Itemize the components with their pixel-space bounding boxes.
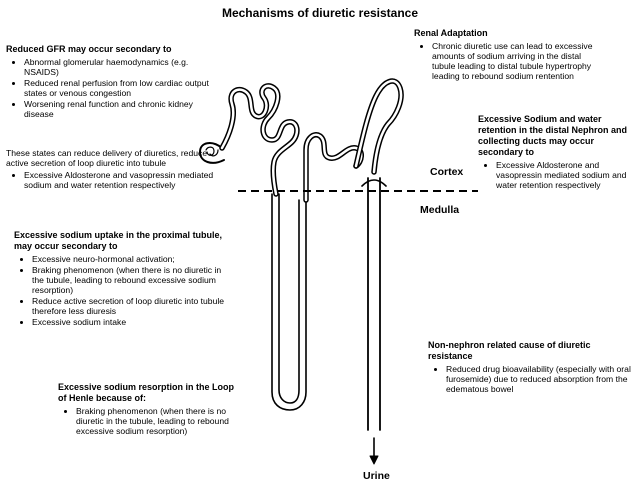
diagram-title: Mechanisms of diuretic resistance	[221, 6, 419, 20]
proximal-heading: Excessive sodium uptake in the proximal …	[14, 230, 223, 251]
distal-nephron-item: Excessive Aldosterone and vasopressin me…	[496, 160, 638, 190]
renal-adaptation-block: Renal Adaptation Chronic diuretic use ca…	[414, 28, 600, 82]
distal-nephron-heading: Excessive Sodium and water retention in …	[478, 114, 628, 157]
proximal-item: Reduce active secretion of loop diuretic…	[32, 296, 234, 316]
proximal-item: Excessive sodium intake	[32, 317, 234, 327]
delivery-list: Excessive Aldosterone and vasopressin me…	[6, 170, 216, 190]
delivery-text: These states can reduce delivery of diur…	[6, 148, 208, 168]
medulla-label: Medulla	[420, 204, 460, 216]
gfr-list: Abnormal glomerular haemodynamics (e.g. …	[6, 57, 216, 119]
renal-adaptation-item: Chronic diuretic use can lead to excessi…	[432, 41, 600, 81]
descending-limb	[271, 193, 307, 411]
non-nephron-list: Reduced drug bioavailability (especially…	[428, 364, 634, 394]
henle-block: Excessive sodium resorption in the Loop …	[58, 382, 238, 437]
non-nephron-item: Reduced drug bioavailability (especially…	[446, 364, 634, 394]
renal-adaptation-heading: Renal Adaptation	[414, 28, 488, 38]
gfr-item: Worsening renal function and chronic kid…	[24, 99, 216, 119]
henle-heading: Excessive sodium resorption in the Loop …	[58, 382, 235, 403]
collecting-duct	[367, 177, 381, 431]
proximal-item: Excessive neuro-hormonal activation;	[32, 254, 234, 264]
proximal-list: Excessive neuro-hormonal activation; Bra…	[14, 254, 234, 327]
gfr-heading: Reduced GFR may occur secondary to	[6, 44, 172, 54]
cortex-label: Cortex	[430, 166, 464, 178]
distal-nephron-list: Excessive Aldosterone and vasopressin me…	[478, 160, 638, 190]
non-nephron-block: Non-nephron related cause of diuretic re…	[428, 340, 634, 395]
henle-item: Braking phenomenon (when there is no diu…	[76, 406, 238, 436]
gfr-block: Reduced GFR may occur secondary to Abnor…	[6, 44, 216, 120]
proximal-convoluted-tubule	[219, 83, 300, 197]
proximal-block: Excessive sodium uptake in the proximal …	[14, 230, 234, 328]
delivery-block: These states can reduce delivery of diur…	[6, 148, 216, 191]
henle-list: Braking phenomenon (when there is no diu…	[58, 406, 238, 436]
delivery-item: Excessive Aldosterone and vasopressin me…	[24, 170, 216, 190]
non-nephron-heading: Non-nephron related cause of diuretic re…	[428, 340, 591, 361]
proximal-item: Braking phenomenon (when there is no diu…	[32, 265, 234, 295]
bowman-capsule	[199, 142, 225, 164]
gfr-item: Reduced renal perfusion from low cardiac…	[24, 78, 216, 98]
gfr-item: Abnormal glomerular haemodynamics (e.g. …	[24, 57, 216, 77]
glomerulus-tuft	[205, 146, 219, 157]
urine-label: Urine	[363, 470, 390, 482]
renal-adaptation-list: Chronic diuretic use can lead to excessi…	[414, 41, 600, 81]
distal-nephron-block: Excessive Sodium and water retention in …	[478, 114, 638, 191]
